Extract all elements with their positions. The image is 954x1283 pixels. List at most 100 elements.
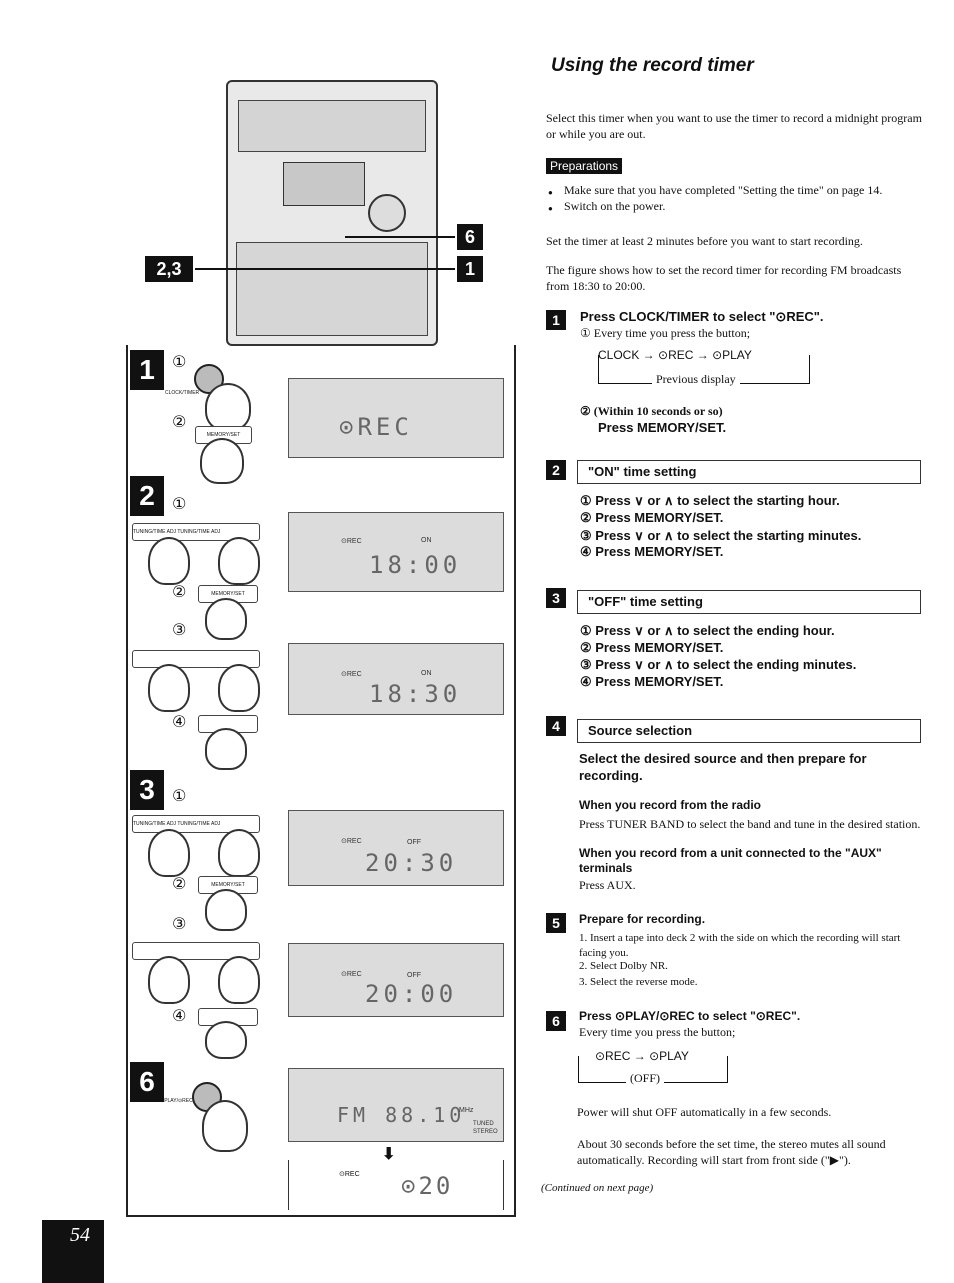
step-1-sub2b: Press MEMORY/SET. <box>598 420 727 435</box>
panel2-lcd-2: ⊙REC ON 18:30 <box>288 643 504 715</box>
lcd-end-time: 20:30 <box>365 849 458 877</box>
panel-step-6-number: 6 <box>130 1062 164 1102</box>
lcd-start-time: 18:00 <box>369 551 462 579</box>
page-title: Using the record timer <box>551 55 754 76</box>
hand-pointer-icon <box>218 537 260 585</box>
step-5-item: 3. Select the reverse mode. <box>579 976 698 988</box>
hand-pointer-icon <box>148 664 190 712</box>
step-4-aux-body: Press AUX. <box>579 878 636 892</box>
lcd-countdown: ⊙20 <box>401 1172 454 1200</box>
step-4-radio-title: When you record from the radio <box>579 798 762 812</box>
lcd-on-label: ON <box>421 537 432 544</box>
panel2-substep-3: ③ <box>172 620 187 639</box>
step-6-sub: Every time you press the button; <box>579 1025 736 1039</box>
hand-pointer-icon <box>148 956 190 1004</box>
step-4-heading: Source selection <box>588 723 693 738</box>
step-3-heading: "OFF" time setting <box>588 594 703 609</box>
step-6-cycle-diagram: ⊙REC → ⊙PLAY <box>595 1049 689 1063</box>
lcd-rec-label: ⊙REC <box>341 971 362 978</box>
panel3-substep-3: ③ <box>172 914 187 933</box>
callout-line <box>195 268 345 270</box>
panel3-lcd-2: ⊙REC OFF 20:00 <box>288 943 504 1017</box>
step-3-item: ② Press MEMORY/SET. <box>580 640 724 655</box>
panel1-substep-1: ① <box>172 352 187 371</box>
hand-pointer-icon <box>205 889 247 931</box>
tuning-time-adj-button[interactable]: TUNING/TIME ADJ TUNING/TIME ADJ <box>132 523 260 541</box>
cycle-clock: CLOCK <box>598 348 640 362</box>
callout-step-1: 1 <box>457 256 483 282</box>
step-1-sub1: ① Every time you press the button; <box>580 326 751 340</box>
cycle-play: ⊙PLAY <box>649 1049 689 1063</box>
tuning-time-adj-button[interactable]: TUNING/TIME ADJ TUNING/TIME ADJ <box>132 815 260 833</box>
panel-step-1-number: 1 <box>130 350 164 390</box>
step-1-cycle-diagram: CLOCK → ⊙REC → ⊙PLAY <box>598 348 752 362</box>
step-3-number: 3 <box>546 588 566 608</box>
lcd-end-time: 20:00 <box>365 980 458 1008</box>
step-5-number: 5 <box>546 913 566 933</box>
cycle-rec: ⊙REC <box>658 348 694 362</box>
step-2-item: ④ Press MEMORY/SET. <box>580 544 724 559</box>
lcd-rec-label: ⊙REC <box>341 838 362 845</box>
lcd-rec-indicator: ⊙REC <box>339 413 413 441</box>
panel-step-2-number: 2 <box>130 476 164 516</box>
step-5-item: 2. Select Dolby NR. <box>579 960 668 972</box>
panel2-substep-4: ④ <box>172 712 187 731</box>
panel2-substep-1: ① <box>172 494 187 513</box>
lcd-mhz-label: MHz <box>459 1107 474 1114</box>
step-1-sub2a: ② (Within 10 seconds or so) <box>580 404 723 418</box>
callout-line <box>345 236 455 238</box>
device-display <box>283 162 365 206</box>
lcd-on-label: ON <box>421 670 432 677</box>
cd-tray <box>238 100 426 152</box>
cycle-rec: ⊙REC <box>595 1049 631 1063</box>
callout-steps-2-3: 2,3 <box>145 256 193 282</box>
cycle-play: ⊙PLAY <box>712 348 752 362</box>
page-number-tab: 54 <box>42 1220 104 1283</box>
lcd-off-label: OFF <box>407 972 421 979</box>
cycle-off-label: (OFF) <box>626 1071 665 1086</box>
step-2-item: ③ Press ∨ or ∧ to select the starting mi… <box>580 528 862 543</box>
callout-step-6: 6 <box>457 224 483 250</box>
lcd-start-time: 18:30 <box>369 680 462 708</box>
panel3-substep-4: ④ <box>172 1006 187 1025</box>
step-1-heading: Press CLOCK/TIMER to select "⊙REC". <box>580 309 824 324</box>
hand-pointer-icon <box>148 829 190 877</box>
lcd-rec-label: ⊙REC <box>341 538 362 545</box>
step-4-heading-box: Source selection <box>577 719 921 743</box>
panel3-substep-2: ② <box>172 874 187 893</box>
panel3-substep-1: ① <box>172 786 187 805</box>
preparation-item: Make sure that you have completed "Setti… <box>548 182 928 201</box>
memory-set-button[interactable]: MEMORY/SET <box>198 876 258 894</box>
step-4-radio-body: Press TUNER BAND to select the band and … <box>579 817 921 831</box>
tuning-time-adj-button[interactable] <box>132 650 260 668</box>
panel1-substep-2: ② <box>172 412 187 431</box>
cassette-decks <box>236 242 428 336</box>
preparation-item: Switch on the power. <box>548 198 928 217</box>
lcd-rec-label: ⊙REC <box>341 671 362 678</box>
continued-note: (Continued on next page) <box>541 1182 654 1194</box>
hand-pointer-icon <box>218 956 260 1004</box>
panel1-lcd: ⊙REC <box>288 378 504 458</box>
preparations-label: Preparations <box>546 158 623 174</box>
step-6-note: Power will shut OFF automatically in a f… <box>577 1105 832 1119</box>
lcd-stereo-label: STEREO <box>473 1129 498 1135</box>
tuning-time-adj-button[interactable] <box>132 942 260 960</box>
step-2-item: ① Press ∨ or ∧ to select the starting ho… <box>580 493 840 508</box>
panel6-lcd-2: ⊙REC ⊙20 <box>288 1160 504 1210</box>
button-label: TUNING/TIME ADJ <box>177 529 221 535</box>
step-6-heading: Press ⊙PLAY/⊙REC to select "⊙REC". <box>579 1009 801 1023</box>
step-6-number: 6 <box>546 1011 566 1031</box>
preparation-note: The figure shows how to set the record t… <box>546 263 902 293</box>
down-arrow-icon: ⬇ <box>382 1146 396 1163</box>
panel-step-3-number: 3 <box>130 770 164 810</box>
intro-text: Select this timer when you want to use t… <box>546 111 922 141</box>
lcd-rec-label: ⊙REC <box>339 1171 360 1178</box>
step-2-heading: "ON" time setting <box>588 464 697 479</box>
step-2-item: ② Press MEMORY/SET. <box>580 510 724 525</box>
hand-pointer-icon <box>205 1021 247 1059</box>
button-label: TUNING/TIME ADJ <box>177 821 221 827</box>
step-5-item: 1. Insert a tape into deck 2 with the si… <box>579 932 901 959</box>
hand-pointer-icon <box>148 537 190 585</box>
step-4-lead: Select the desired source and then prepa… <box>579 751 867 783</box>
lcd-tuned-label: TUNED <box>473 1121 494 1127</box>
